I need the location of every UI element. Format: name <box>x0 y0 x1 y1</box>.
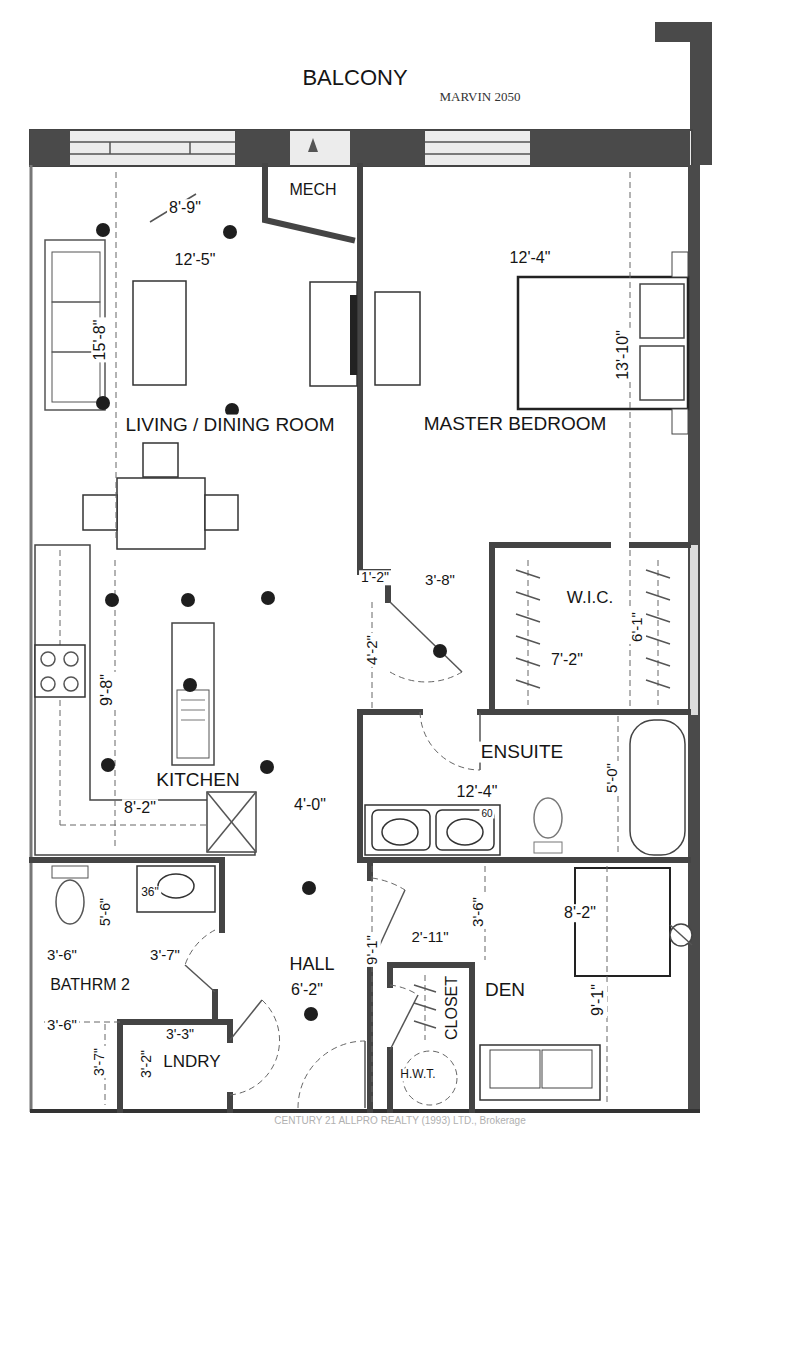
dimension-label: 12'-4" <box>508 249 553 267</box>
dimension-label: 15'-8" <box>91 318 109 363</box>
area-label: BALCONY <box>300 66 409 90</box>
dimension-label: 9'-8" <box>98 672 116 708</box>
dimension-label: 8'-2" <box>562 904 598 922</box>
dimension-label: 1'-2" <box>359 570 391 585</box>
room-name: LIVING / DINING ROOM <box>123 415 336 436</box>
dimension-label: 3'-8" <box>423 572 457 589</box>
hallway: HALL 6'-2" <box>228 863 368 1107</box>
bedroom: MASTER BEDROOM 12'-4" 13'-10" <box>364 168 686 543</box>
den: DEN 8'-2" 9'-1" <box>474 863 686 1107</box>
dimension-label: 13'-10" <box>614 328 632 382</box>
mech-room: MECH <box>268 168 353 228</box>
dimension-label: 36" <box>139 886 161 899</box>
room-name: ENSUITE <box>479 742 565 763</box>
dimension-label: 60 <box>479 808 494 819</box>
dimension-label: 9'-1" <box>589 982 607 1018</box>
room-name: W.I.C. <box>565 589 615 608</box>
dimension-label: 3'-2" <box>139 1048 154 1080</box>
room-name: HALL <box>287 955 336 975</box>
dimension-label: 5'-0" <box>604 761 621 795</box>
watermark: CENTURY 21 ALLPRO REALTY (1993) LTD., Br… <box>272 1115 527 1126</box>
dimension-label: 6'-1" <box>629 610 646 644</box>
dimension-label: 2'-11" <box>409 929 450 946</box>
dimension-label: 12'-5" <box>173 251 218 269</box>
ensuite-bath: ENSUITE 12'-4" 5'-0" 60 <box>366 716 686 858</box>
dimension-label: 5'-6" <box>98 896 113 928</box>
bathroom: BATHRM 2 36" 5'-6" 3'-6" 3'-7" <box>34 863 218 1018</box>
dimension-label: H.W.T. <box>398 1068 437 1081</box>
dimension-label: 8'-9" <box>167 199 203 217</box>
dimension-label: 4'-2" <box>364 633 381 667</box>
room-name: MECH <box>287 181 338 199</box>
dimension-label: 6'-2" <box>289 981 325 999</box>
dimension-label: 3'-6" <box>45 947 79 964</box>
closet: CLOSET H.W.T. <box>390 968 470 1108</box>
dimension-label: 4'-0" <box>292 796 328 814</box>
dimension-label: 3'-7" <box>148 947 182 964</box>
room-name: KITCHEN <box>154 770 241 791</box>
living-room: LIVING / DINING ROOM 8'-9" 12'-5" 15'-8" <box>34 168 358 543</box>
dimension-label: 12'-4" <box>455 783 500 801</box>
dimension-label: 3'-6" <box>45 1017 79 1034</box>
room-name: MASTER BEDROOM <box>422 414 609 435</box>
room-name: LNDRY <box>161 1053 222 1072</box>
window-spec: MARVIN 2050 <box>438 90 523 104</box>
room-name: CLOSET <box>443 974 461 1042</box>
dimension-label: 7'-2" <box>549 651 585 669</box>
kitchen: KITCHEN 9'-8" 8'-2" 4'-0" <box>34 552 358 857</box>
dimension-label: 8'-2" <box>122 799 158 817</box>
dimension-label: 3'-3" <box>164 1027 196 1042</box>
laundry-room: LNDRY 3'-3" 3'-2" <box>124 1023 226 1108</box>
room-name: BATHRM 2 <box>48 976 132 994</box>
dimension-label: 3'-6" <box>470 895 487 929</box>
dimension-label: 3'-7" <box>92 1046 107 1078</box>
dimension-label: 9'-1" <box>364 933 381 967</box>
walk-in-closet: W.I.C. 6'-1" 7'-2" <box>494 548 686 710</box>
room-name: DEN <box>483 980 527 1001</box>
